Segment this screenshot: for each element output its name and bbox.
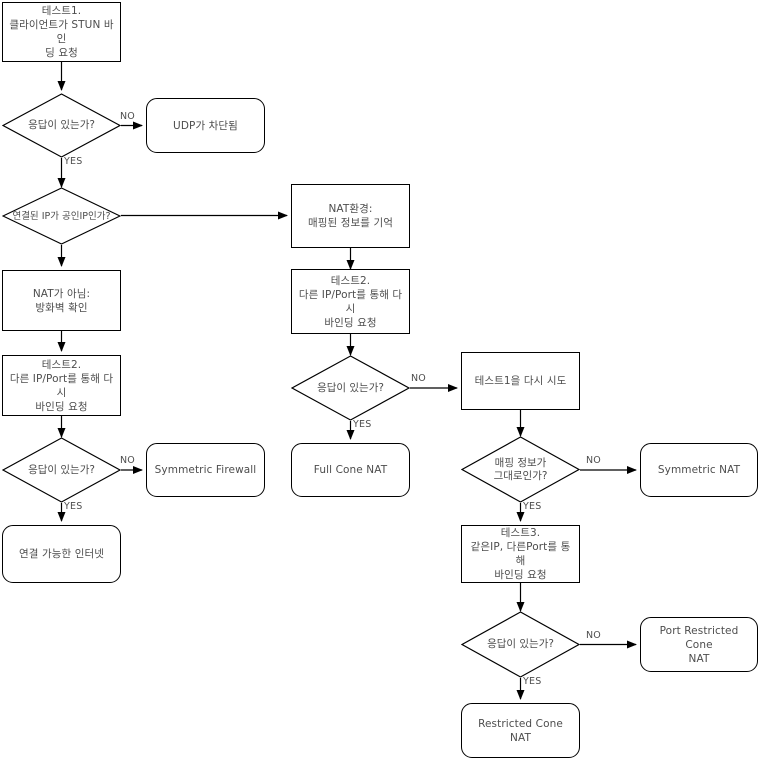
node-q1-response[interactable]: 응답이 있는가? <box>2 93 121 158</box>
edge-label-q3left-yes: YES <box>64 501 83 512</box>
node-open-internet[interactable]: 연결 가능한 인터넷 <box>2 525 121 583</box>
edge-label-q3mid-yes: YES <box>353 419 372 430</box>
node-q3-left-label: 응답이 있는가? <box>28 463 95 476</box>
node-symmetric-firewall[interactable]: Symmetric Firewall <box>146 443 265 497</box>
node-q5-response[interactable]: 응답이 있는가? <box>461 611 580 678</box>
node-q4-label: 매핑 정보가 그대로인가? <box>493 456 548 482</box>
node-q2-label: 연결된 IP가 공인IP인가? <box>12 210 111 222</box>
edge-label-q1-yes: YES <box>64 156 83 167</box>
edge-label-q3left-no: NO <box>120 455 135 466</box>
node-test1[interactable]: 테스트1. 클라이언트가 STUN 바인 딩 요청 <box>2 2 121 62</box>
edge-label-q5-no: NO <box>586 630 601 641</box>
node-q1-label: 응답이 있는가? <box>28 119 95 131</box>
node-restricted-cone-nat[interactable]: Restricted Cone NAT <box>461 703 580 758</box>
node-not-nat[interactable]: NAT가 아님: 방화벽 확인 <box>2 270 121 331</box>
node-nat-environment[interactable]: NAT환경: 매핑된 정보를 기억 <box>291 184 410 248</box>
node-q3-mid-response[interactable]: 응답이 있는가? <box>291 355 410 421</box>
node-symmetric-nat[interactable]: Symmetric NAT <box>640 443 758 497</box>
node-test2-mid[interactable]: 테스트2. 다른 IP/Port를 통해 다시 바인딩 요청 <box>291 269 410 334</box>
node-full-cone-nat[interactable]: Full Cone NAT <box>291 443 410 497</box>
node-q5-label: 응답이 있는가? <box>487 638 554 650</box>
node-q2-public-ip[interactable]: 연결된 IP가 공인IP인가? <box>2 187 121 245</box>
edge-label-q4-yes: YES <box>523 501 542 512</box>
node-q3-mid-label: 응답이 있는가? <box>317 381 384 394</box>
node-test2-left[interactable]: 테스트2. 다른 IP/Port를 통해 다시 바인딩 요청 <box>2 355 121 416</box>
edge-label-q1-no: NO <box>120 111 135 122</box>
node-udp-blocked[interactable]: UDP가 차단됨 <box>146 98 265 153</box>
node-test3[interactable]: 테스트3. 같은IP, 다른Port를 통해 바인딩 요청 <box>461 525 580 583</box>
edge-label-q4-no: NO <box>586 455 601 466</box>
edge-label-q5-yes: YES <box>523 676 542 687</box>
node-q3-left-response[interactable]: 응답이 있는가? <box>2 437 121 503</box>
node-q4-mapping-same[interactable]: 매핑 정보가 그대로인가? <box>461 436 580 503</box>
edge-label-q3mid-no: NO <box>411 373 426 384</box>
node-port-restricted-cone-nat[interactable]: Port Restricted Cone NAT <box>640 617 758 672</box>
node-retry-test1[interactable]: 테스트1을 다시 시도 <box>461 352 580 410</box>
